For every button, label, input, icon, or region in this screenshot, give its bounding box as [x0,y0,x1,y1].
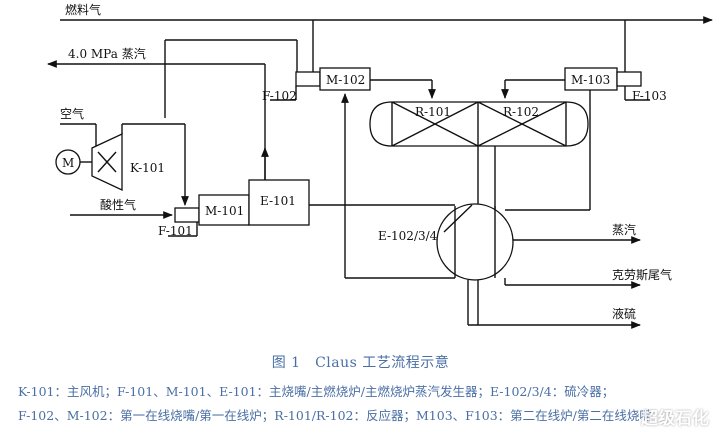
e101-label: E-101 [260,194,296,208]
reactor-vessel [369,101,589,147]
m102-label: M-102 [326,73,365,87]
m103-label: M-103 [571,73,610,87]
air-label: 空气 [60,106,84,121]
compressor-k101 [91,123,165,192]
burner-f103 [616,71,642,87]
k101-label: K-101 [130,161,165,175]
watermark: 超级石化 [641,409,709,429]
figure-caption-line-2: F-102、M-102：第一在线烧嘴/第一在线炉；R-101/R-102：反应器… [18,408,652,423]
figure-caption-title: 图 1 Claus 工艺流程示意 [271,355,450,371]
motor-label: M [62,156,74,170]
furnace-m102 [319,67,371,91]
r102-label: R-102 [503,105,539,119]
hp-steam-line [47,39,298,180]
liquid-sulfur-label: 液硫 [612,306,636,321]
f103-label: F-103 [632,89,667,103]
f102-label: F-102 [262,89,297,103]
burner-f101 [174,207,200,223]
motor: M [55,149,92,175]
fuel-gas-line [60,16,713,72]
claus-process-flow-diagram: 燃料气 4.0 MPa 蒸汽 空气 M K-101 酸性气 F-101 M-10 [47,2,713,329]
air-line [60,123,97,148]
hp-steam-label: 4.0 MPa 蒸汽 [68,46,146,61]
steam-out-label: 蒸汽 [612,222,636,237]
steam-generator-e101 [248,179,310,226]
sulfur-condenser-e102 [436,203,514,281]
fuel-gas-label: 燃料气 [65,2,101,17]
m101-label: M-101 [205,204,244,218]
tail-gas-label: 克劳斯尾气 [612,267,672,282]
r101-label: R-101 [415,105,451,119]
acid-gas-label: 酸性气 [100,197,136,212]
figure-caption-line-1: K-101：主风机；F-101、M-101、E-101：主烧嘴/主燃烧炉/主燃烧… [18,384,615,399]
e102-label: E-102/3/4 [378,229,438,243]
burner-f102 [295,71,321,87]
f101-label: F-101 [158,224,193,238]
